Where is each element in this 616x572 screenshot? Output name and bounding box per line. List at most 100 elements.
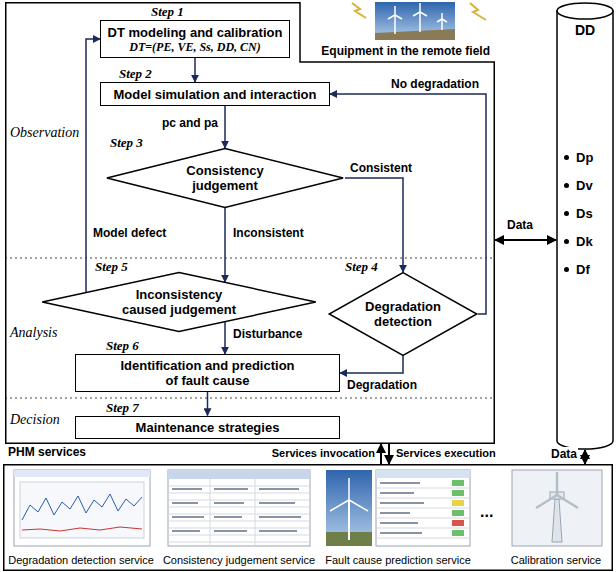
step-label: Step 4 xyxy=(345,260,378,274)
wireless-signal xyxy=(352,3,366,18)
equipment-photo xyxy=(375,2,455,40)
process-box: Step 7Maintenance strategies xyxy=(75,416,340,439)
step-label: Step 5 xyxy=(95,260,128,274)
step-label: Step 1 xyxy=(151,5,184,19)
turbine-photo xyxy=(326,470,372,546)
equipment-photo xyxy=(394,6,396,15)
table-screenshot xyxy=(168,521,310,522)
table-screenshot xyxy=(168,479,310,546)
turbine-model-screenshot xyxy=(557,495,578,508)
turbine-model-screenshot xyxy=(512,470,602,546)
status-table-screenshot xyxy=(452,500,464,506)
table-screenshot xyxy=(259,516,301,518)
connector-label: No degradation xyxy=(390,77,480,91)
table-screenshot xyxy=(214,502,244,504)
table-screenshot xyxy=(168,500,310,501)
service-panel: Calibration service xyxy=(505,466,607,570)
turbine-photo xyxy=(348,500,350,540)
connector-label: Disturbance xyxy=(232,327,303,341)
ellipsis-label: ... xyxy=(480,503,493,521)
equipment-photo xyxy=(375,2,455,40)
table-screenshot xyxy=(168,514,310,515)
status-table-screenshot xyxy=(380,532,422,534)
services-band: PHM servicesDegradation detection servic… xyxy=(3,464,613,571)
diamond-text: Inconsistency caused judgement xyxy=(117,287,242,317)
status-table-screenshot xyxy=(380,482,424,534)
process-box: Step 6Identification and prediction of f… xyxy=(75,354,340,392)
zone-divider xyxy=(5,398,495,399)
diamond-outline xyxy=(107,148,343,207)
frame-outline xyxy=(6,3,495,444)
table-screenshot xyxy=(172,488,202,490)
connector xyxy=(194,58,196,82)
status-table-screenshot xyxy=(380,522,418,524)
table-screenshot xyxy=(259,530,297,532)
table-screenshot xyxy=(168,493,310,494)
turbine-photo xyxy=(326,470,372,546)
status-table-screenshot xyxy=(452,480,464,486)
status-table-screenshot xyxy=(376,470,470,546)
table-screenshot xyxy=(214,530,247,532)
status-table-screenshot xyxy=(380,492,414,494)
table-screenshot xyxy=(259,502,295,504)
connector xyxy=(388,444,390,464)
zone-divider xyxy=(5,258,495,398)
chart-screenshot xyxy=(20,482,144,538)
equipment-photo xyxy=(388,3,447,34)
table-screenshot xyxy=(168,470,310,479)
equipment-photo xyxy=(394,15,396,34)
framework-frame: ObservationAnalysisDecisionStep 1DT mode… xyxy=(5,2,495,444)
table-screenshot xyxy=(168,535,310,536)
box-text: Model simulation and interaction xyxy=(114,87,317,102)
table-screenshot xyxy=(214,516,242,518)
status-table-screenshot xyxy=(376,538,470,539)
box-text: Maintenance strategies xyxy=(136,420,280,435)
status-table-screenshot xyxy=(452,520,464,526)
zone-label: Analysis xyxy=(10,325,57,341)
box-text: Identification and prediction of fault c… xyxy=(115,358,300,388)
turbine-photo xyxy=(330,500,349,511)
wireless-signal xyxy=(470,3,486,20)
bullet-dot xyxy=(564,155,569,160)
table-screenshot xyxy=(172,530,200,532)
connector-label: Degradation xyxy=(346,378,418,392)
equipment-photo xyxy=(442,19,447,22)
turbine-model-screenshot xyxy=(536,495,557,508)
status-table-screenshot xyxy=(376,498,470,499)
process-box: Step 2Model simulation and interaction xyxy=(100,82,330,106)
zone-divider xyxy=(5,258,495,259)
table-screenshot xyxy=(172,488,301,532)
equipment-photo xyxy=(388,15,395,19)
table-screenshot xyxy=(168,542,310,543)
status-table-screenshot xyxy=(380,502,424,504)
turbine-model-screenshot xyxy=(512,470,602,546)
diamond-text: Degradation detection xyxy=(358,299,448,329)
bullet-dot xyxy=(564,183,569,188)
connector-label: Consistent xyxy=(349,161,413,175)
store-name: DD xyxy=(556,22,614,38)
connector xyxy=(207,392,209,416)
status-table-screenshot xyxy=(380,482,420,484)
connector-label: Model defect xyxy=(92,226,167,240)
equipment-photo xyxy=(419,3,421,12)
connector-label: Services execution xyxy=(395,446,497,460)
data-item: Dk xyxy=(576,234,593,249)
table-screenshot xyxy=(172,502,198,504)
process-box: Step 1DT modeling and calibrationDT=(PE,… xyxy=(100,20,290,58)
equipment-photo xyxy=(395,15,402,19)
data-item: Ds xyxy=(576,206,593,221)
turbine-photo xyxy=(348,478,350,500)
data-item: Df xyxy=(576,262,590,277)
cylinder-outline xyxy=(557,11,613,449)
equipment-photo xyxy=(420,12,427,16)
equipment-photo xyxy=(375,29,455,40)
table-screenshot xyxy=(172,516,204,518)
data-item: Dv xyxy=(576,178,593,193)
chart-screenshot xyxy=(14,470,150,546)
equipment-photo xyxy=(437,19,442,22)
table-screenshot xyxy=(168,507,310,508)
equipment-area: Equipment in the remote field xyxy=(300,2,495,62)
cylinder-lid xyxy=(557,3,613,19)
service-caption: Calibration service xyxy=(505,554,607,567)
